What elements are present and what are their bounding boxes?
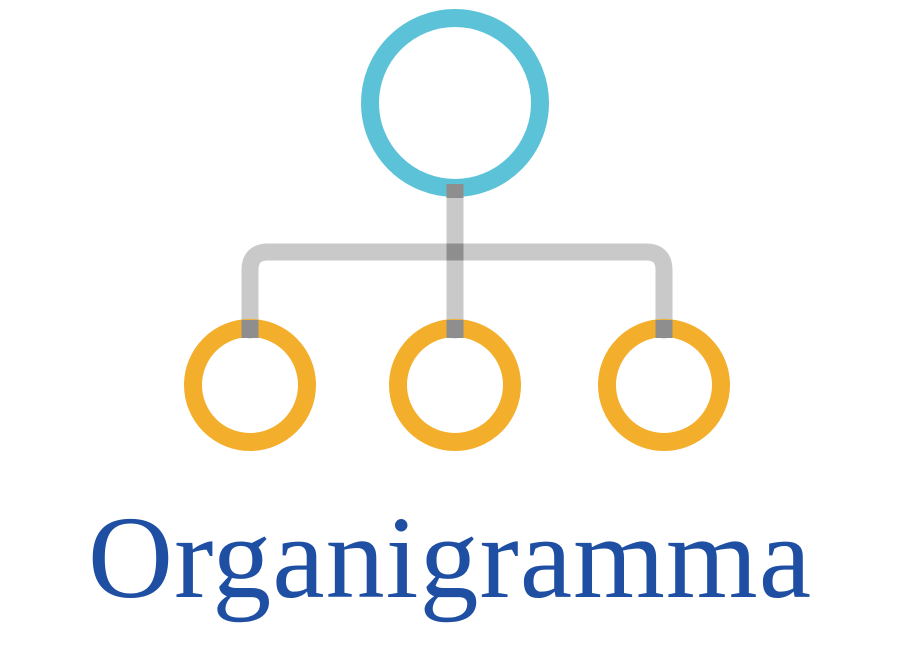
child-node-icon-1 bbox=[184, 319, 316, 451]
connector-lines bbox=[241, 183, 673, 339]
child-node-icon-2 bbox=[389, 319, 521, 451]
connector-overlaps bbox=[241, 184, 673, 338]
child-node-icon-3 bbox=[598, 319, 730, 451]
root-node-icon bbox=[361, 9, 549, 197]
page-title: Organigramma bbox=[87, 492, 813, 623]
